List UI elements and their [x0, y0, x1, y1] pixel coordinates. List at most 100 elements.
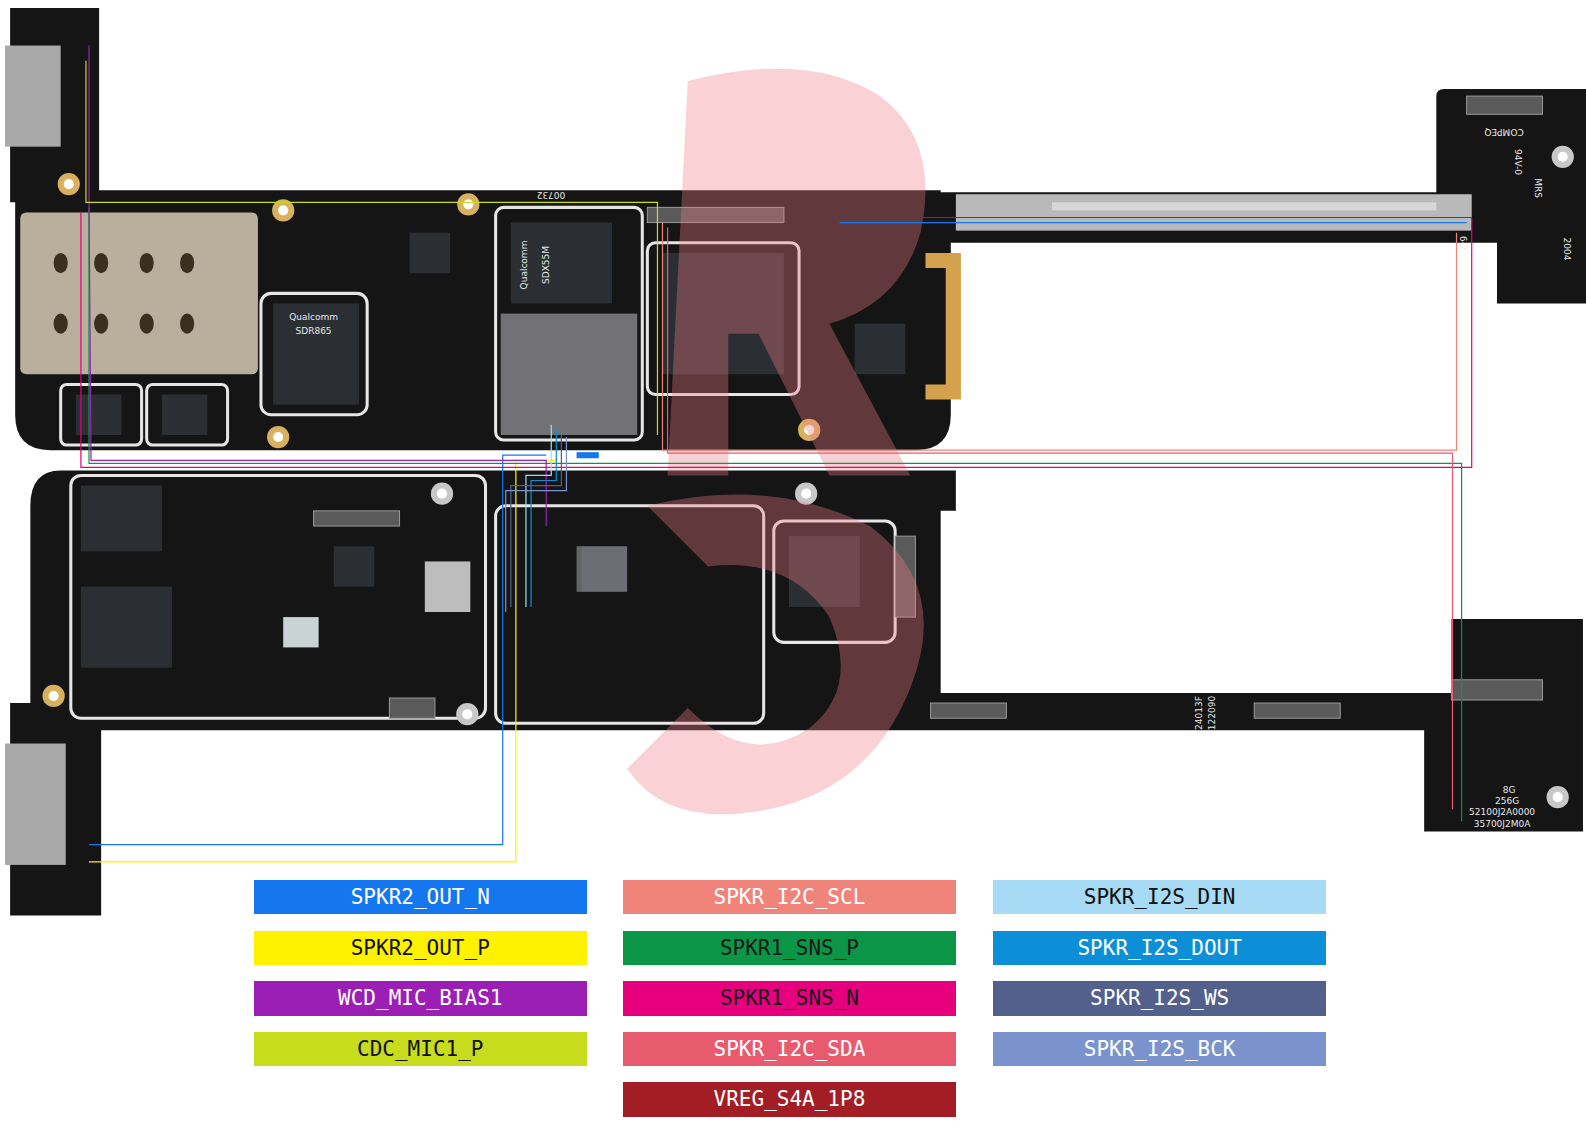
mounting-hole	[456, 703, 478, 725]
board-marking: COMPEQ	[1484, 127, 1523, 136]
flex-cable	[956, 194, 1472, 230]
legend-text: SPKR_I2S_DIN	[1084, 885, 1236, 909]
signal-trace	[89, 207, 1462, 821]
legend-swatch: SPKR_I2S_DOUT	[993, 931, 1326, 965]
legend-text: SPKR1_SNS_P	[720, 936, 859, 960]
legend-swatch: CDC_MIC1_P	[254, 1032, 587, 1066]
mounting-hole	[457, 193, 479, 215]
board-connector	[931, 703, 1007, 718]
watermark-logo	[627, 69, 925, 815]
board-connector	[1451, 680, 1542, 700]
signal-trace	[668, 228, 1453, 810]
ic-chip	[81, 587, 172, 668]
flex-cable-stripe	[1052, 202, 1436, 210]
ic-chip	[273, 303, 359, 404]
board-marking: 6-2	[1457, 235, 1466, 250]
usb-connector	[5, 744, 66, 865]
board-marking: 35700J2M0A	[1474, 820, 1531, 829]
board-marking: SDX55M	[542, 246, 551, 284]
usb-connector	[5, 46, 61, 147]
shield-can	[425, 561, 471, 612]
legend-swatch: SPKR2_OUT_P	[254, 931, 587, 965]
legend-swatch: WCD_MIC_BIAS1	[254, 981, 587, 1015]
board-marking: 24013F	[1194, 696, 1203, 730]
bga-pads	[577, 546, 628, 592]
shield-outline	[61, 384, 142, 445]
board-connector	[314, 96, 1543, 718]
ic-chip	[162, 395, 208, 435]
mounting-hole	[1558, 152, 1568, 162]
legend-text: SPKR2_OUT_P	[351, 936, 490, 960]
trace-highlight	[577, 452, 599, 458]
signal-trace	[81, 212, 1472, 467]
legend-swatch: SPKR1_SNS_N	[623, 981, 956, 1015]
board-marking: 8G	[1503, 785, 1516, 794]
board-marking: 00732	[537, 190, 566, 199]
legend-swatch: SPKR_I2C_SDA	[623, 1032, 956, 1066]
signal-trace	[81, 46, 1472, 862]
board-connector	[1467, 96, 1543, 114]
mounting-hole	[1547, 786, 1569, 808]
board-marking: Qualcomm	[289, 312, 338, 321]
board-marking: 122090	[1207, 696, 1216, 730]
board-marking: 256G	[1495, 797, 1519, 806]
shield-outline	[147, 384, 228, 445]
chip-label	[283, 617, 318, 647]
mounting-hole	[49, 691, 59, 701]
legend-text: CDC_MIC1_P	[357, 1037, 483, 1061]
legend-swatch: VREG_S4A_1P8	[623, 1082, 956, 1116]
board-marking: 2004	[1561, 237, 1570, 260]
board-marking: 94V-0	[1513, 149, 1522, 175]
bga-pads	[501, 314, 638, 435]
mounting-hole	[273, 432, 283, 442]
legend-text: WCD_MIC_BIAS1	[338, 986, 502, 1010]
mounting-hole	[58, 173, 80, 195]
mounting-hole	[267, 426, 289, 448]
legend-text: SPKR_I2S_WS	[1090, 986, 1229, 1010]
signal-trace	[829, 217, 1471, 218]
legend-text: SPKR_I2S_DOUT	[1077, 936, 1241, 960]
board-marking: Qualcomm	[519, 241, 528, 290]
legend-swatch: SPKR2_OUT_N	[254, 880, 587, 914]
board-marking: 52100J2A0000	[1469, 808, 1535, 817]
mounting-hole	[462, 709, 472, 719]
ic-chip	[511, 223, 612, 304]
mounting-hole	[64, 179, 74, 189]
signal-trace	[89, 455, 546, 844]
signal-trace	[506, 437, 567, 612]
sim-contacts	[140, 253, 154, 273]
signal-trace	[526, 425, 551, 607]
sim-contacts	[54, 253, 195, 334]
legend-text: SPKR_I2S_BCK	[1084, 1037, 1236, 1061]
signal-trace	[89, 460, 556, 862]
bottom-board	[10, 470, 1583, 915]
legend-swatch: SPKR_I2S_WS	[993, 981, 1326, 1015]
signal-trace	[531, 430, 556, 607]
legend-text: SPKR_I2C_SDA	[714, 1037, 866, 1061]
legend-swatch: SPKR1_SNS_P	[623, 931, 956, 965]
signal-trace	[663, 223, 1457, 451]
mounting-hole	[437, 489, 447, 499]
board-connector	[1254, 703, 1340, 718]
board-marking: MRS	[1533, 178, 1542, 198]
legend-swatch: SPKR_I2C_SCL	[623, 880, 956, 914]
mounting-hole	[463, 199, 473, 209]
signal-trace	[86, 61, 657, 435]
watermark-logo	[627, 494, 924, 814]
ic-chip	[855, 324, 906, 375]
sim-contacts	[180, 253, 194, 273]
legend-text: SPKR1_SNS_N	[720, 986, 859, 1010]
sim-contacts	[180, 314, 194, 334]
shield-outline	[71, 475, 486, 718]
legend-swatch: SPKR_I2S_BCK	[993, 1032, 1326, 1066]
mounting-hole	[431, 483, 453, 505]
ic-chip	[81, 486, 162, 552]
ic-chip	[76, 395, 122, 435]
shield-outline	[496, 207, 643, 440]
mounting-hole	[801, 489, 811, 499]
ic-chip	[410, 233, 450, 273]
watermark-logo	[668, 69, 926, 476]
sim-contacts	[140, 314, 154, 334]
mounting-hole	[1553, 792, 1563, 802]
board-marking: SDR865	[296, 326, 332, 335]
